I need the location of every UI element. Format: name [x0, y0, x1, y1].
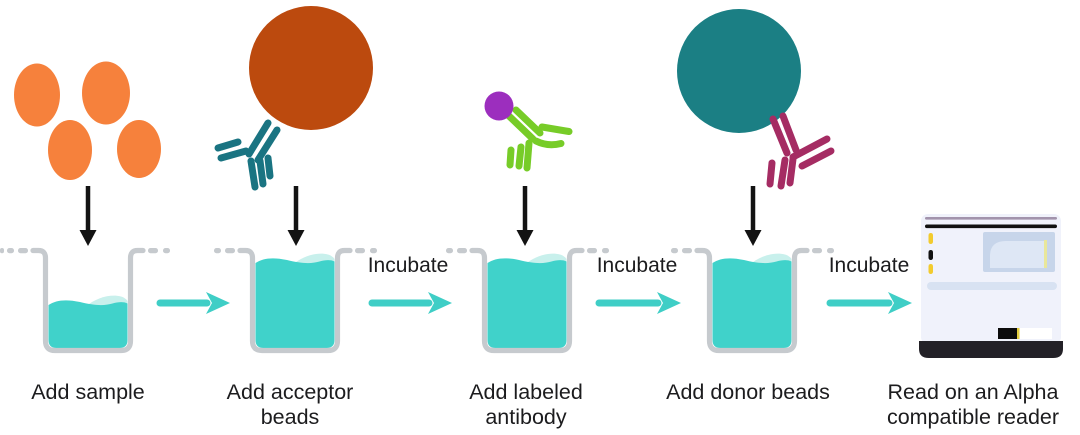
- step-label-add-donor-beads: Add donor beads: [623, 380, 873, 405]
- step-label-line1: Add sample: [31, 380, 145, 404]
- step-label-line1: Add donor beads: [666, 380, 830, 404]
- step-label-line2: antibody: [485, 405, 567, 429]
- incubate-label-3: Incubate: [828, 254, 910, 277]
- reader-top-line: [925, 217, 1057, 220]
- sample-particles-icon: [14, 61, 161, 180]
- step-arrow-icons: [156, 292, 912, 314]
- reader-base: [919, 341, 1063, 358]
- step-arrow-icon-3: [595, 292, 681, 314]
- step-label-line1: Read on an Alpha: [887, 380, 1059, 404]
- reader-screen: [983, 232, 1055, 272]
- reader-status-lights: [928, 233, 933, 274]
- incubate-label-1: Incubate: [367, 254, 449, 277]
- acceptor-antibody-icon: [214, 119, 281, 191]
- microplate-well-3: [446, 248, 609, 351]
- step-label-add-sample: Add sample: [0, 380, 213, 405]
- incubate-label-2: Incubate: [596, 254, 678, 277]
- add-arrow-icons: [79, 186, 762, 246]
- step-arrow-icon-1: [156, 292, 230, 314]
- add-arrow-icon-2: [287, 186, 305, 246]
- add-arrow-icon-1: [79, 186, 97, 246]
- step-label-line1: Add labeled: [469, 380, 583, 404]
- step-label-line1: Add acceptor: [226, 380, 354, 404]
- step-label-read-alpha-reader: Read on an Alpha compatible reader: [848, 380, 1080, 430]
- step-label-add-acceptor-beads: Add acceptor beads: [165, 380, 415, 430]
- add-arrow-icon-4: [744, 186, 762, 246]
- microplate-well-2: [214, 248, 377, 351]
- label-tag-icon: [484, 91, 514, 121]
- donor-bead-icon: [677, 9, 801, 133]
- microplate-well-1: [0, 248, 170, 351]
- reader-stripe: [927, 282, 1057, 290]
- step-label-line2: compatible reader: [886, 405, 1060, 429]
- step-label-add-labeled-antibody: Add labeled antibody: [401, 380, 651, 430]
- labeled-antibody-icon: [484, 91, 573, 172]
- acceptor-bead-icon: [249, 6, 373, 130]
- reader-black-line: [925, 224, 1057, 229]
- reader-tray-slot: [998, 328, 1052, 339]
- donor-antibody-icon: [766, 112, 835, 190]
- microplate-well-4: [671, 248, 834, 351]
- step-arrow-icon-4: [826, 292, 912, 314]
- alpha-reader-icon: [919, 214, 1063, 358]
- step-label-line2: beads: [260, 405, 320, 429]
- add-arrow-icon-3: [516, 186, 534, 246]
- step-arrow-icon-2: [368, 292, 452, 314]
